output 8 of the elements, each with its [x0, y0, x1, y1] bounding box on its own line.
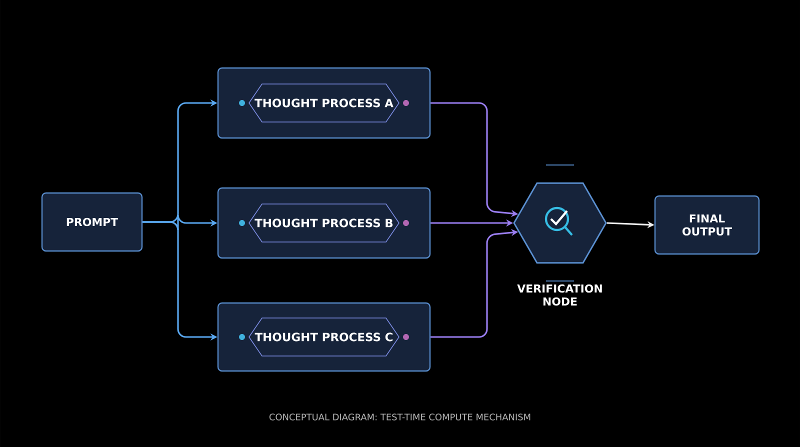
process-box: FINAL OUTPUT: [654, 195, 760, 255]
caption: CONCEPTUAL DIAGRAM: TEST-TIME COMPUTE MECHANISM: [269, 414, 530, 420]
verification-hexagon: VERIFICATION NODE: [513, 164, 607, 306]
process-box: THOUGHT PROCESS A: [217, 67, 431, 139]
process-box: PROMPT: [41, 192, 143, 252]
process-box: THOUGHT PROCESS C: [217, 302, 431, 372]
process-box: THOUGHT PROCESS B: [217, 187, 431, 259]
node-label: VERIFICATION NODE: [517, 284, 602, 306]
